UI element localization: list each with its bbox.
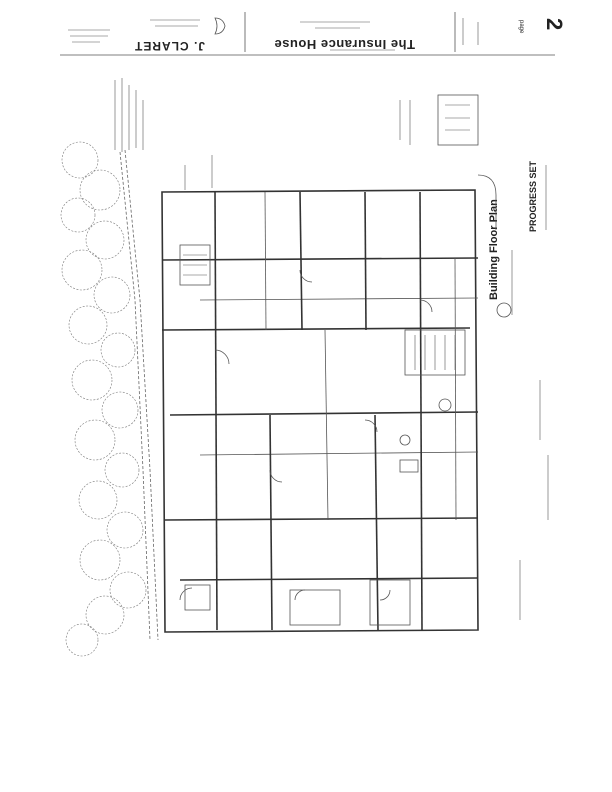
bathroom-fixtures [399, 398, 452, 473]
landscape-trees [60, 141, 147, 657]
title-block-notes [68, 29, 110, 43]
exterior-wall [161, 189, 479, 633]
progress-status: PROGRESS SET [528, 160, 538, 232]
bottom-rooms [179, 579, 411, 626]
interior-wall [214, 191, 218, 631]
sheet-label: page [518, 20, 524, 34]
interior-wall [161, 257, 479, 261]
drawing-title: Building Floor Plan [488, 199, 500, 300]
right-margin-marks [519, 380, 549, 620]
title-block: The Insurance House J. CLARET 2 page [60, 12, 567, 56]
drawing-title-group: Building Floor Plan PROGRESS SET [488, 160, 547, 318]
bay-outline [477, 174, 497, 230]
project-small-lines [300, 21, 395, 51]
top-right-detail [399, 94, 479, 146]
stair-detail [404, 329, 466, 376]
site-boundary [119, 149, 159, 641]
building-plan [161, 155, 497, 633]
project-name: The Insurance House [274, 37, 415, 52]
sheet-number: 2 [542, 18, 567, 30]
entry-porch [179, 155, 213, 286]
firm-name: J. CLARET [134, 39, 205, 53]
drawing-title-bubble [496, 302, 512, 318]
firm-logo: J. CLARET [134, 17, 226, 53]
left-notes [114, 78, 144, 152]
door-swings [214, 269, 433, 483]
firm-logo-icon [214, 17, 226, 35]
